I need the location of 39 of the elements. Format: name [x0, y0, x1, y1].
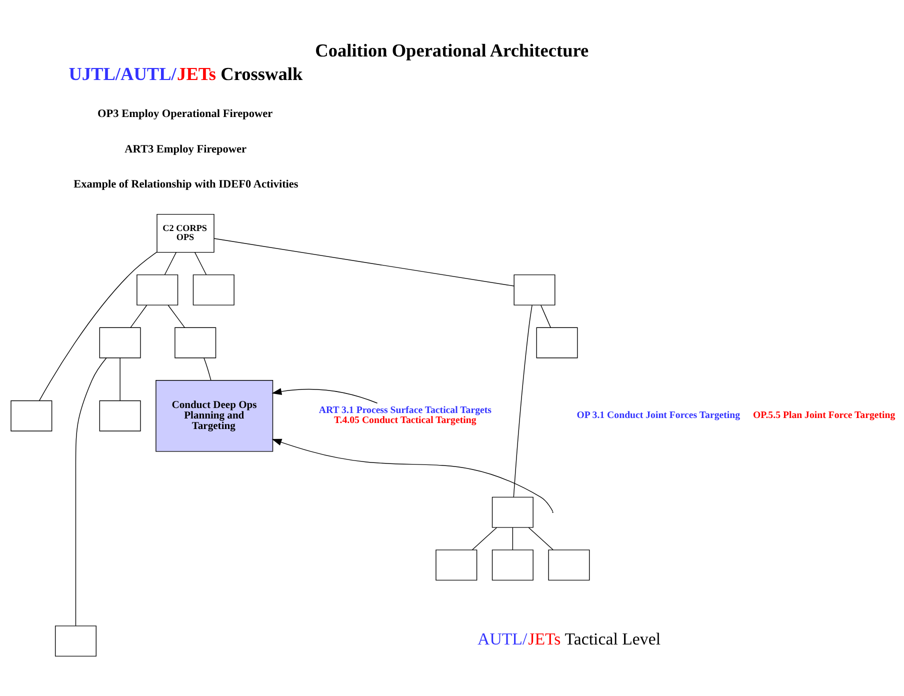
- label: Example of Relationship with IDEF0 Activities: [74, 178, 298, 190]
- label: OP.5.5 Plan Joint Force Targeting: [752, 410, 896, 421]
- connector: [194, 252, 207, 276]
- label: UJTL/AUTL/JETs Crosswalk: [68, 64, 303, 84]
- arrow: [272, 438, 554, 512]
- connector: [528, 527, 554, 550]
- label: ART3 Employ Firepower: [124, 143, 247, 156]
- node-box: [192, 274, 234, 306]
- node-box: [536, 327, 578, 358]
- connector: [540, 304, 552, 328]
- label: AUTL/JETs Tactical Level: [478, 630, 661, 649]
- connector: [512, 527, 514, 550]
- node-box: [10, 400, 52, 432]
- diagram-title: Coalition Operational Architecture: [315, 40, 589, 61]
- connector: [168, 304, 186, 328]
- arrow: [272, 388, 378, 404]
- connector: [164, 252, 176, 276]
- node-box: [514, 274, 556, 306]
- node-text: ART 3.1 Process Surface Tactical Targets T.4.05 Conduct Tactical Targeting: [318, 405, 492, 426]
- connector: [204, 358, 212, 381]
- connector: [38, 252, 158, 402]
- label: OP 3.1 Conduct Joint Forces Targeting: [576, 410, 740, 421]
- node-box: [436, 550, 478, 581]
- node-box: [548, 550, 590, 581]
- node-box: Conduct Deep Ops Planning and Targeting: [156, 380, 274, 452]
- label: OP3 Employ Operational Firepower: [98, 108, 273, 120]
- node-box: [99, 400, 141, 432]
- connector: [472, 527, 498, 550]
- node-box: [492, 496, 534, 528]
- connector: [130, 304, 148, 328]
- node-box: [492, 550, 534, 581]
- node-box: [174, 327, 216, 358]
- node-box: [99, 327, 141, 358]
- node-box: C2 CORPS OPS: [156, 214, 214, 253]
- connector: [75, 358, 107, 626]
- node-box: [54, 626, 96, 657]
- connector: [513, 304, 532, 498]
- node-box: [136, 274, 178, 306]
- connector: [214, 238, 514, 286]
